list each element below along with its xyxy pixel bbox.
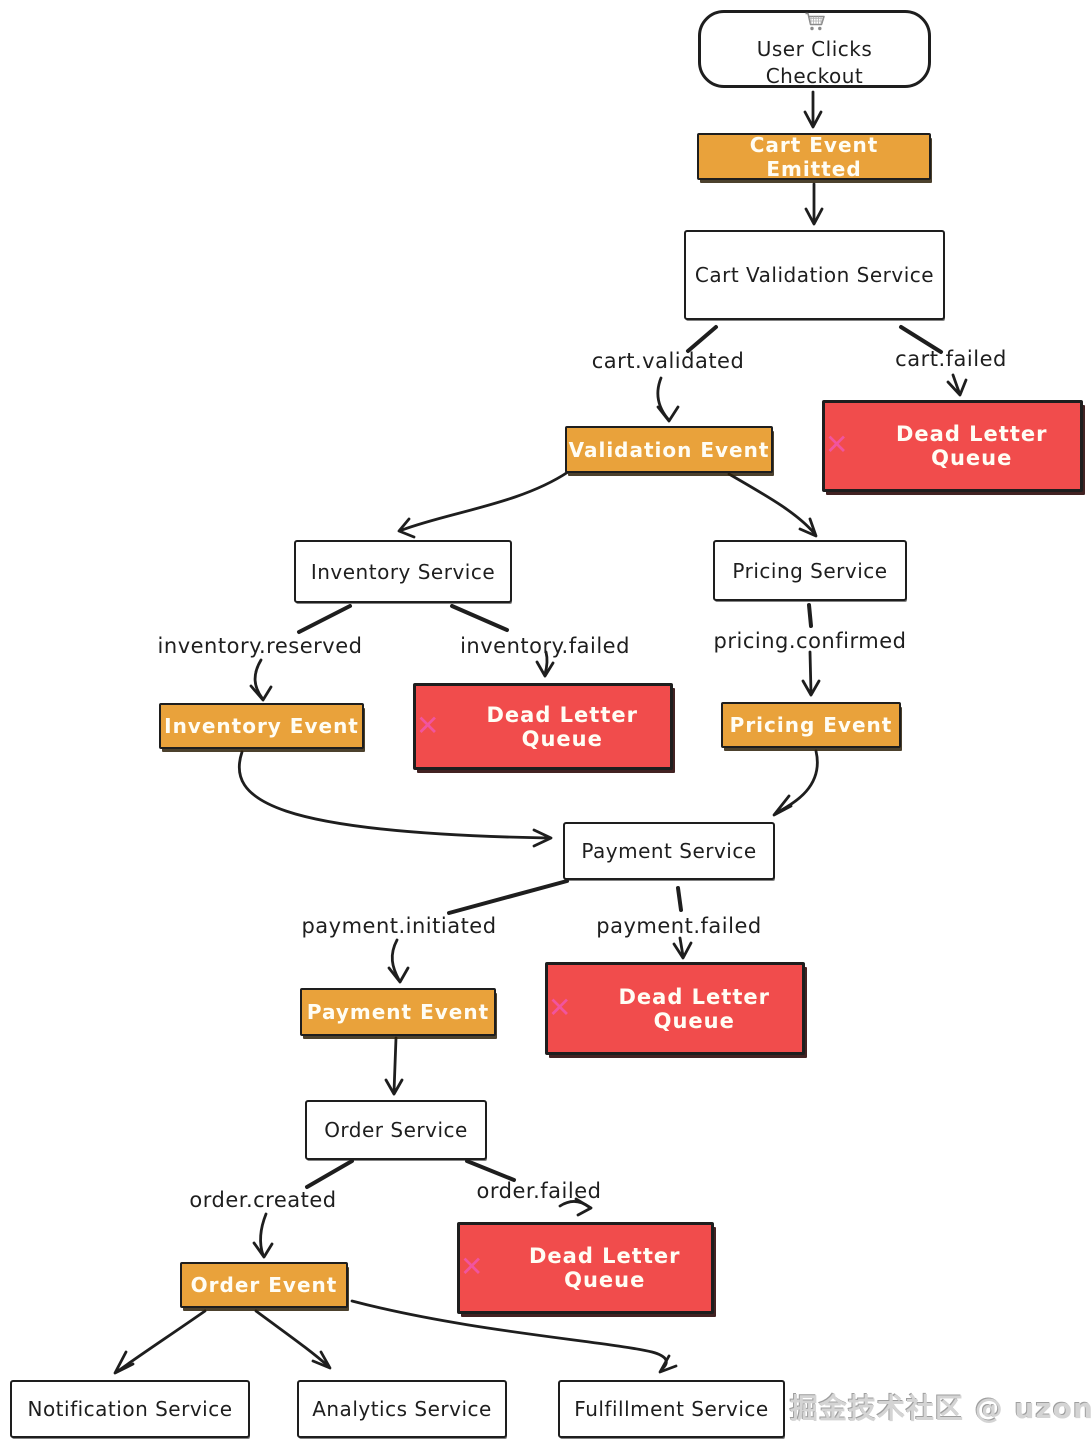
arrowhead (798, 517, 818, 538)
x-icon: ✕ (825, 428, 850, 461)
service-label: Order Service (324, 1118, 468, 1142)
event-label: Validation Event (568, 437, 770, 462)
start-node-content: User Clicks Checkout (726, 8, 904, 90)
service-label: Pricing Service (732, 558, 888, 583)
edges (113, 90, 968, 1375)
arrowhead (803, 110, 823, 129)
edge-label-order-created: order.created (189, 1188, 337, 1212)
edge-label-inventory-failed: inventory.failed (460, 634, 630, 658)
edge-label-cart-validated: cart.validated (591, 349, 745, 373)
edge-order-service-to-failed (465, 1159, 516, 1182)
edge-payment-service-to-initiated (447, 879, 569, 915)
node-fulfillment-service: Fulfillment Service (558, 1380, 785, 1438)
node-payment-event: Payment Event (300, 988, 496, 1036)
node-validation-event: Validation Event (565, 426, 773, 473)
node-user-clicks-checkout: User Clicks Checkout (698, 10, 931, 88)
node-dead-letter-queue-order: ✕ Dead Letter Queue (457, 1222, 714, 1314)
service-label: Cart Validation Service (694, 263, 935, 287)
arrowhead (658, 1354, 678, 1374)
edge-confirmed-to-pricing-event (808, 650, 813, 695)
arrowhead (672, 941, 693, 960)
edge-label-payment-initiated: payment.initiated (301, 914, 497, 938)
node-dead-letter-queue-cart: ✕ Dead Letter Queue (822, 400, 1083, 492)
start-node-label: User Clicks Checkout (756, 37, 873, 88)
node-pricing-service: Pricing Service (713, 540, 907, 601)
service-label: Analytics Service (312, 1397, 492, 1421)
edge-label-pricing-confirmed: pricing.confirmed (713, 629, 907, 653)
dlq-label: Dead Letter Queue (618, 984, 770, 1033)
arrowhead (387, 966, 410, 984)
event-label: Payment Event (306, 1000, 490, 1024)
arrowhead (397, 517, 416, 539)
x-icon: ✕ (416, 708, 441, 742)
edge-order-event-to-notification (116, 1309, 207, 1373)
edge-validation-event-to-inventory-service (400, 470, 570, 532)
edge-inventory-service-to-reserved (297, 604, 352, 634)
edge-order-service-to-created (305, 1159, 354, 1189)
watermark: 掘金技术社区 @ uzong (790, 1392, 1091, 1425)
edge-created-to-order-event (259, 1212, 268, 1257)
service-label: Payment Service (581, 839, 757, 863)
node-notification-service: Notification Service (10, 1380, 250, 1438)
arrowhead (946, 378, 968, 397)
arrowhead (252, 1241, 274, 1259)
event-label: Order Event (190, 1273, 338, 1297)
arrowhead (249, 684, 273, 702)
arrowhead (772, 794, 793, 817)
arrowhead (535, 660, 555, 678)
edge-inventory-failed-to-dlq (543, 650, 549, 676)
edge-payment-failed-to-dlq (678, 936, 685, 958)
node-cart-validation-service: Cart Validation Service (684, 230, 945, 320)
service-label: Inventory Service (310, 559, 496, 584)
x-icon: ✕ (460, 1250, 485, 1283)
node-inventory-event: Inventory Event (159, 703, 364, 749)
dlq-label: Dead Letter Queue (486, 702, 638, 751)
dlq-label: Dead Letter Queue (895, 422, 1048, 470)
edge-pricing-service-to-confirmed (807, 603, 813, 628)
node-dead-letter-queue-payment: ✕ Dead Letter Queue (545, 962, 805, 1055)
arrowhead (574, 1197, 593, 1217)
event-label: Pricing Event (729, 713, 893, 737)
node-analytics-service: Analytics Service (297, 1380, 507, 1438)
arrowhead (384, 1078, 404, 1096)
event-label: Cart Event Emitted (749, 132, 879, 181)
service-label: Notification Service (27, 1397, 233, 1421)
node-inventory-service: Inventory Service (294, 540, 512, 603)
node-order-event: Order Event (180, 1262, 348, 1308)
service-label: Fulfillment Service (574, 1397, 769, 1421)
edge-label-payment-failed: payment.failed (596, 914, 762, 938)
node-pricing-event: Pricing Event (721, 702, 901, 748)
edge-order-event-to-analytics (254, 1309, 330, 1368)
node-payment-service: Payment Service (563, 822, 775, 880)
shopping-cart-icon (803, 10, 827, 34)
edge-inventory-service-to-failed (450, 604, 509, 632)
edge-label-order-failed: order.failed (476, 1179, 602, 1203)
edge-label-inventory-reserved: inventory.reserved (157, 634, 363, 658)
edge-payment-service-to-failed (676, 886, 683, 912)
arrowhead (801, 679, 821, 697)
event-label: Inventory Event (164, 714, 359, 738)
edge-cart-failed-to-dlq (951, 373, 961, 394)
arrowhead (656, 405, 680, 423)
node-cart-event-emitted: Cart Event Emitted (697, 132, 931, 181)
arrowhead (804, 207, 824, 226)
edge-validation-event-to-pricing-service (727, 472, 816, 535)
edge-payment-event-to-order-service (392, 1036, 398, 1094)
edge-inventory-event-to-payment-service (237, 750, 550, 840)
edge-validation-service-to-cart-failed (899, 325, 943, 354)
arrowhead (311, 1350, 332, 1370)
arrowhead (113, 1350, 135, 1375)
edge-label-cart-failed: cart.failed (895, 347, 1007, 371)
node-order-service: Order Service (305, 1100, 487, 1160)
dlq-label: Dead Letter Queue (528, 1244, 681, 1292)
arrowhead (532, 828, 553, 848)
x-icon: ✕ (548, 990, 573, 1024)
edge-validation-service-to-cart-validated (686, 325, 718, 353)
node-dead-letter-queue-inventory: ✕ Dead Letter Queue (413, 683, 673, 770)
